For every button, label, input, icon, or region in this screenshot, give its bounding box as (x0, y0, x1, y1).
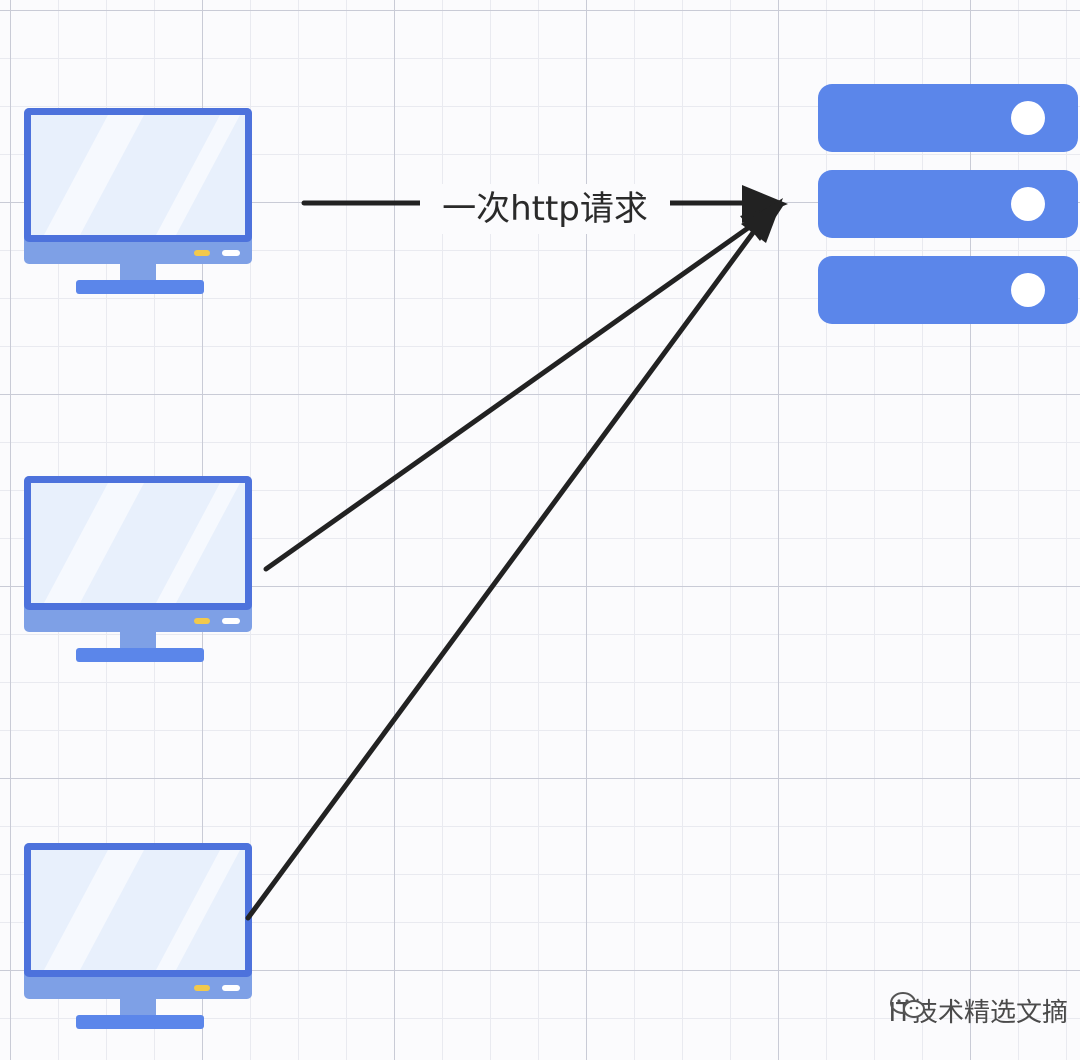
server-unit-3 (818, 256, 1078, 324)
watermark: IT技术精选文摘 (888, 990, 1068, 1030)
server-icon (818, 84, 1078, 324)
server-unit-1 (818, 84, 1078, 152)
client-monitor-1 (24, 108, 252, 294)
request-arrow-2 (263, 225, 751, 572)
wechat-icon (890, 992, 926, 1018)
http-request-label: 一次http请求 (420, 184, 670, 234)
request-arrow-3 (245, 227, 758, 921)
client-monitor-3 (24, 843, 252, 1029)
server-unit-2 (818, 170, 1078, 238)
arrowhead-3 (741, 198, 783, 243)
client-monitor-2 (24, 476, 252, 662)
